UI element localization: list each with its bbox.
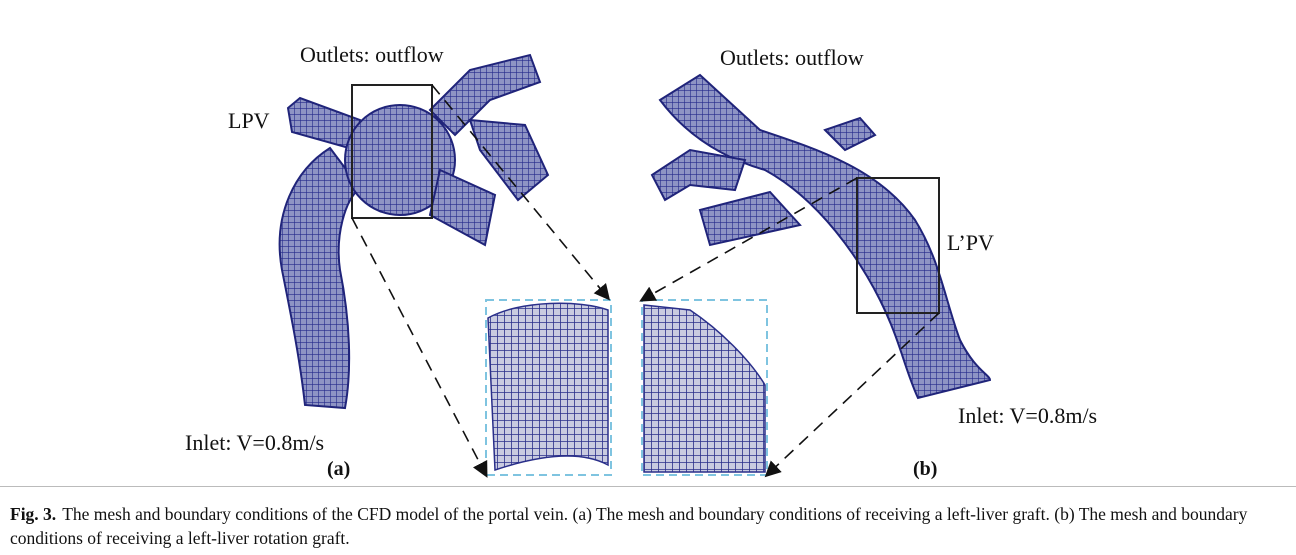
leader-lines [351, 84, 940, 478]
lpv-label: LPV [228, 108, 270, 133]
inlet-label-a: Inlet: V=0.8m/s [185, 430, 325, 455]
caption-text: The mesh and boundary conditions of the … [10, 504, 1248, 548]
zoom-inset-a [485, 299, 612, 476]
vessel-b [650, 73, 992, 400]
outlets-label-b: Outlets: outflow [720, 45, 864, 70]
outlets-label-a: Outlets: outflow [300, 42, 444, 67]
panel-label-a: (a) [327, 458, 351, 480]
zoom-inset-b [641, 299, 768, 476]
panel-label-b: (b) [913, 458, 938, 480]
figure: Outlets: outflow LPV Inlet: V=0.8m/s (a)… [185, 42, 1098, 480]
caption-divider [0, 486, 1296, 487]
vessel-a [278, 53, 550, 410]
figure-caption: Fig. 3.The mesh and boundary conditions … [10, 502, 1286, 550]
mesh-figure-svg [278, 53, 992, 478]
lpv-prime-label: L’PV [947, 230, 994, 255]
figure-number: Fig. 3. [10, 504, 57, 524]
inlet-label-b: Inlet: V=0.8m/s [958, 403, 1098, 428]
